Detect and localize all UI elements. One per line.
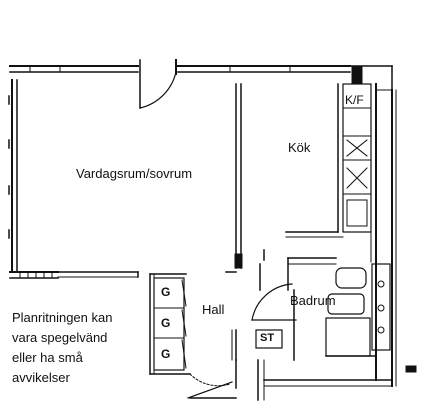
bathroom-door [251, 283, 297, 361]
room-label-living: Vardagsrum/sovrum [76, 166, 193, 181]
room-label-hall: Hall [202, 302, 225, 317]
living-kitchen-wall [225, 83, 243, 273]
left-exterior-wall [8, 79, 18, 273]
wardrobe-mark-2: G [161, 316, 171, 330]
wardrobe-mark-1: G [161, 285, 171, 299]
entry-door-top [139, 59, 177, 109]
note-line: eller ha små [12, 350, 83, 365]
hall-walls [149, 249, 417, 401]
note-line: vara spegelvänd [12, 330, 108, 345]
kitchen-counter [285, 65, 377, 381]
right-exterior-wall [375, 89, 397, 387]
living-bottom-wall [9, 271, 139, 279]
room-label-bathroom: Badrum [290, 293, 336, 308]
top-exterior-wall [9, 65, 393, 91]
fridge-freezer-label: K/F [345, 93, 364, 107]
entry-door-bottom [187, 373, 237, 399]
bathroom-fixtures [287, 257, 391, 357]
disclaimer-note: Planritningen kan vara spegelvänd eller … [12, 308, 152, 388]
wardrobe-mark-3: G [161, 347, 171, 361]
washer-label: ST [260, 332, 275, 344]
room-label-kitchen: Kök [288, 140, 311, 155]
note-line: Planritningen kan [12, 310, 113, 325]
note-line: avvikelser [12, 370, 70, 385]
